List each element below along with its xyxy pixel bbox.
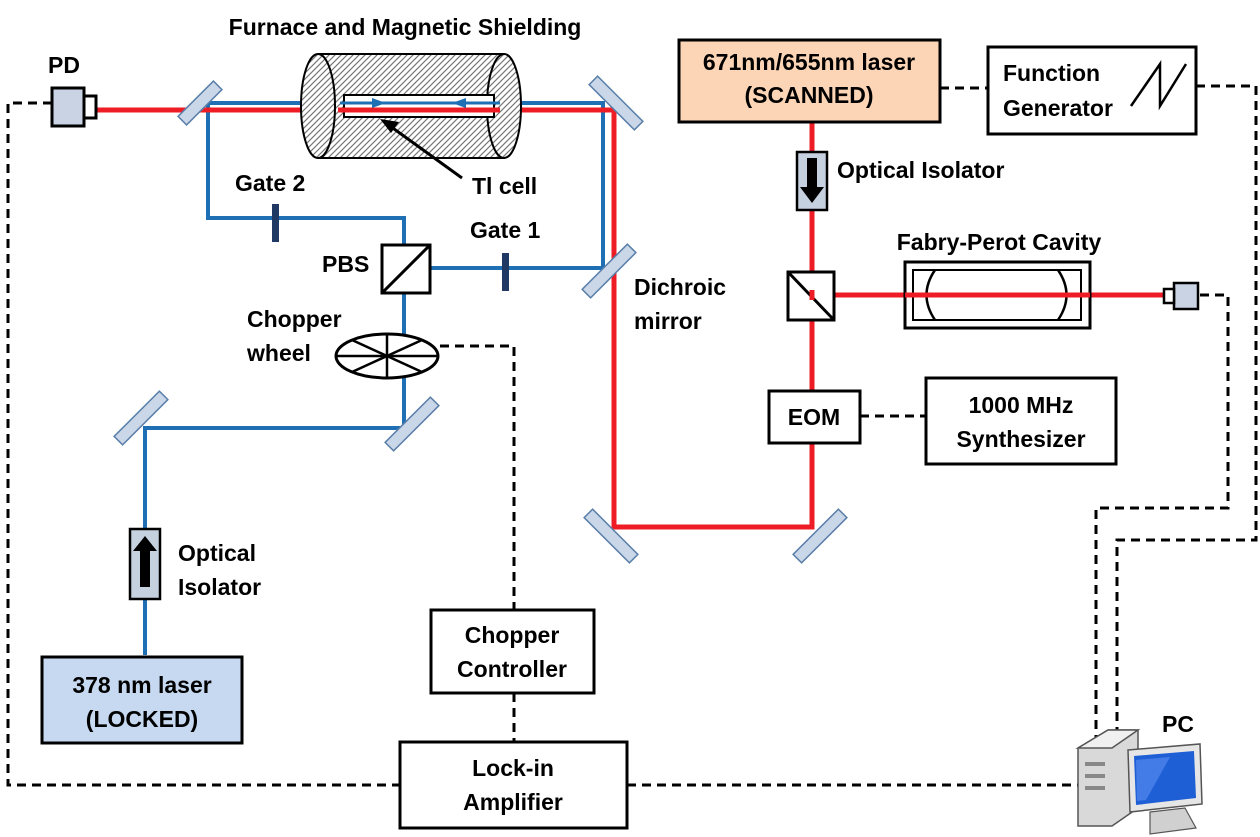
- chopper-controller-line1: Chopper: [465, 622, 560, 648]
- mirror-left: [113, 390, 169, 446]
- gate1-label: Gate 1: [470, 217, 541, 243]
- lockin-line1: Lock-in: [472, 755, 554, 781]
- pc-icon: [1075, 729, 1203, 835]
- photodetector-to-pc-cable: [1094, 293, 1230, 738]
- pbs-cube: [380, 243, 432, 295]
- chopper-wheel-label-line1: Chopper: [247, 306, 342, 332]
- function-generator-box: [986, 45, 1198, 136]
- optical-isolator-right: [795, 150, 829, 212]
- triangle-wave-icon: [1129, 59, 1188, 111]
- synthesizer-line2: Synthesizer: [956, 426, 1085, 452]
- blue-arrow-right-2: [372, 98, 386, 108]
- blue-arrow-left-2: [452, 98, 466, 108]
- optical-isolator-left: [128, 527, 162, 601]
- gate2-label: Gate 2: [235, 170, 305, 196]
- blue-laser-line1: 378 nm laser: [72, 672, 211, 698]
- pd-label: PD: [48, 52, 80, 78]
- function-generator-line2: Generator: [1003, 95, 1113, 121]
- gate-1: [502, 253, 509, 291]
- function-generator-line1: Function: [1003, 60, 1100, 86]
- tl-cell: [343, 94, 495, 118]
- red-laser-line2: (SCANNED): [744, 82, 873, 108]
- lockin-amplifier-box: [398, 740, 629, 830]
- chopper-wheel: [334, 332, 440, 380]
- chopper-to-controller-cable: [440, 344, 516, 610]
- red-beam-path: [96, 107, 815, 530]
- mirror-top-right: [588, 75, 644, 131]
- fabry-perot-label: Fabry-Perot Cavity: [897, 229, 1102, 255]
- pbs-label: PBS: [322, 251, 369, 277]
- chopper-controller-box: [429, 608, 596, 695]
- blue-laser-line2: (LOCKED): [86, 706, 198, 732]
- pc-label: PC: [1162, 711, 1194, 737]
- chopper-wheel-label-line2: wheel: [246, 340, 311, 366]
- tl-cell-label: Tl cell: [472, 173, 537, 199]
- synthesizer-line1: 1000 MHz: [969, 392, 1074, 418]
- function-generator-to-pc-cable: [1115, 84, 1258, 732]
- dichroic-mirror: [581, 243, 637, 299]
- optical-isolator-left-label-line2: Isolator: [178, 574, 261, 600]
- furnace-label: Furnace and Magnetic Shielding: [229, 14, 582, 40]
- eom-label: EOM: [788, 404, 840, 430]
- optical-isolator-left-label-line1: Optical: [178, 540, 256, 566]
- gate-2: [272, 204, 279, 242]
- photodetector-left: [50, 86, 98, 128]
- pd-to-lockin-cable: [6, 101, 400, 787]
- red-laser-line1: 671nm/655nm laser: [703, 49, 915, 75]
- red-laser-box: [677, 38, 942, 124]
- blue-laser-box: [40, 655, 244, 745]
- mirror-chopper: [384, 396, 440, 452]
- chopper-controller-line2: Controller: [457, 656, 567, 682]
- mirror-pd: [177, 80, 223, 126]
- photodetector-right: [1162, 281, 1200, 311]
- tl-cell-pointer-arrow: [380, 119, 463, 180]
- optical-isolator-right-label: Optical Isolator: [837, 157, 1004, 183]
- mirror-bottom-right-red: [792, 508, 848, 564]
- dichroic-label-line1: Dichroic: [634, 274, 726, 300]
- mirror-bottom-left-red: [583, 508, 639, 564]
- lockin-line2: Amplifier: [463, 789, 563, 815]
- eom-box: [767, 389, 862, 445]
- dichroic-label-line2: mirror: [634, 308, 702, 334]
- blue-beam-path: [143, 101, 605, 655]
- synthesizer-box: [924, 376, 1118, 466]
